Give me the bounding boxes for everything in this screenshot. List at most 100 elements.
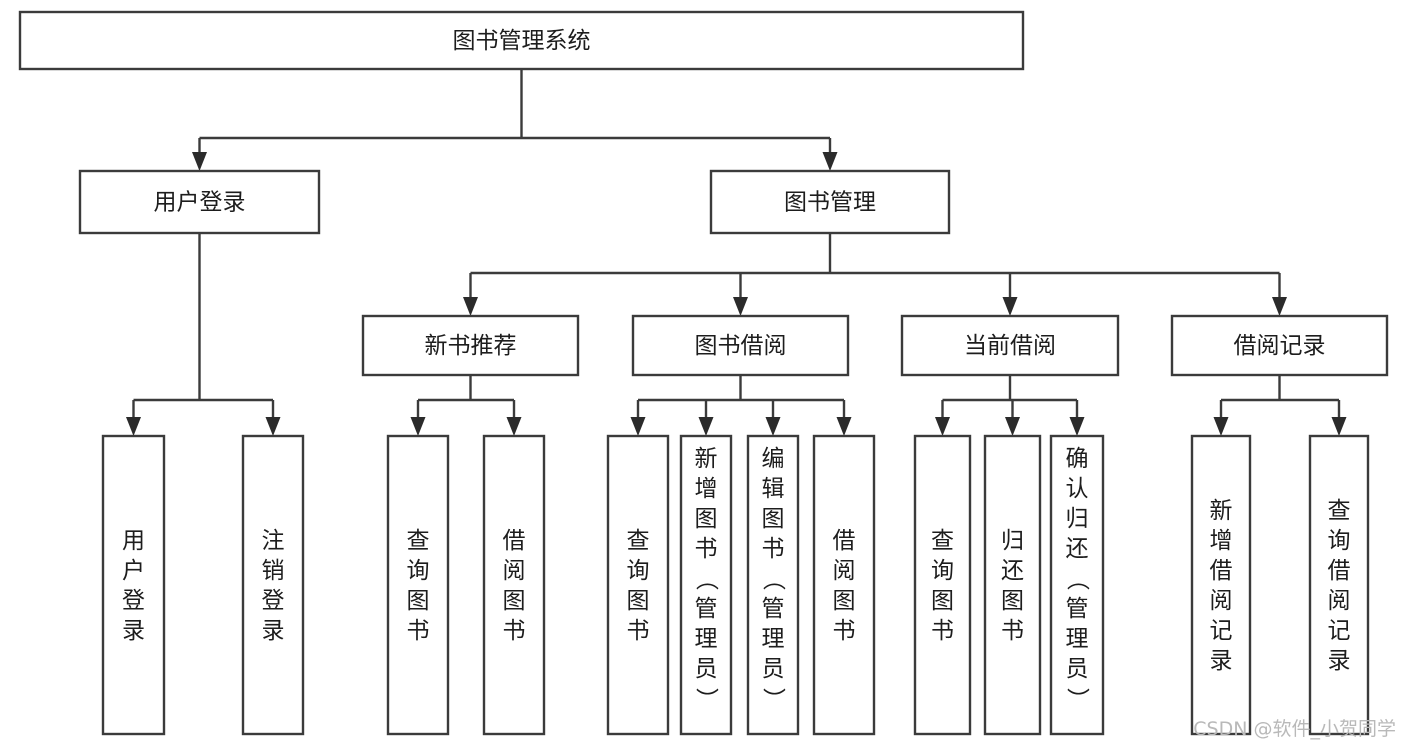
leaf-char: 管	[695, 596, 718, 622]
leaf-char: 查	[627, 528, 650, 554]
leaf-leaf-user-login[interactable]: 用户登录	[101, 434, 166, 736]
node-current-borrow[interactable]: 当前借阅	[900, 314, 1120, 377]
leaf-char: 员	[762, 656, 785, 682]
leaf-char: 图	[407, 588, 430, 614]
leaf-char: 增	[695, 476, 718, 502]
leaf-box-leaf-borrow-book	[812, 434, 876, 736]
leaf-char: 理	[762, 626, 785, 652]
node-book-manage[interactable]: 图书管理	[709, 169, 951, 235]
leaf-char: 借	[833, 528, 856, 554]
leaf-char: （	[1064, 568, 1090, 591]
leaf-char: 还	[1001, 558, 1024, 584]
arrow-head	[935, 417, 950, 436]
node-label-book-manage: 图书管理	[784, 190, 876, 216]
arrow-head	[410, 417, 426, 436]
node-label-root: 图书管理系统	[453, 28, 591, 54]
leaf-char: 书	[407, 618, 430, 644]
arrow-head	[698, 417, 714, 436]
node-box-user-login	[78, 169, 321, 235]
node-book-borrow[interactable]: 图书借阅	[631, 314, 850, 377]
leaf-char: 图	[1001, 588, 1024, 614]
leaf-char: 录	[1328, 648, 1351, 674]
leaf-char: 新	[1210, 498, 1233, 524]
leaf-char: 新	[695, 446, 718, 472]
leaf-char: 查	[1328, 498, 1351, 524]
leaf-char: 理	[1066, 626, 1089, 652]
leaf-char: 阅	[1328, 588, 1351, 614]
leaf-char: 认	[1066, 476, 1089, 502]
leaf-char: 录	[1210, 648, 1233, 674]
node-layer: 图书管理系统用户登录图书管理新书推荐图书借阅当前借阅借阅记录用户登录注销登录查询…	[18, 10, 1389, 736]
leaf-char: 归	[1001, 528, 1024, 554]
leaf-char: ）	[693, 688, 719, 711]
leaf-char: 辑	[762, 476, 785, 502]
leaf-char: 书	[1001, 618, 1024, 644]
leaf-char: 归	[1066, 506, 1089, 532]
leaf-box-leaf-user-login	[101, 434, 166, 736]
node-label-borrow-record: 借阅记录	[1234, 333, 1326, 359]
node-label-new-book-rec: 新书推荐	[425, 333, 517, 359]
leaf-box-leaf-add-book	[679, 434, 733, 736]
leaf-char: 查	[931, 528, 954, 554]
node-box-borrow-record	[1170, 314, 1389, 377]
leaf-char: 理	[695, 626, 718, 652]
leaf-char: 图	[503, 588, 526, 614]
node-box-root	[18, 10, 1025, 71]
arrow-head	[1331, 417, 1347, 436]
node-label-user-login: 用户登录	[154, 190, 246, 216]
node-new-book-rec[interactable]: 新书推荐	[361, 314, 580, 377]
leaf-char: 询	[407, 558, 430, 584]
leaf-char: 询	[627, 558, 650, 584]
leaf-box-leaf-add-record	[1190, 434, 1252, 736]
node-box-book-borrow	[631, 314, 850, 377]
leaf-char: 借	[503, 528, 526, 554]
arrow-head	[1272, 297, 1287, 316]
arrow-head	[1213, 417, 1229, 436]
leaf-char: 登	[262, 588, 285, 614]
node-user-login[interactable]: 用户登录	[78, 169, 321, 235]
leaf-char: 阅	[1210, 588, 1233, 614]
leaf-char: ）	[760, 688, 786, 711]
leaf-char: 借	[1210, 558, 1233, 584]
leaf-box-leaf-user-logout	[241, 434, 305, 736]
leaf-box-leaf-query-book-borrow	[606, 434, 670, 736]
node-borrow-record[interactable]: 借阅记录	[1170, 314, 1389, 377]
arrow-head	[1005, 417, 1020, 436]
leaf-char: 员	[1066, 656, 1089, 682]
leaf-box-leaf-return-book	[983, 434, 1042, 736]
leaf-char: 登	[122, 588, 145, 614]
leaf-char: 借	[1328, 558, 1351, 584]
leaf-char: 编	[762, 446, 785, 472]
node-root[interactable]: 图书管理系统	[18, 10, 1025, 71]
arrow-head	[733, 297, 748, 316]
arrow-head	[192, 152, 207, 171]
leaf-char: 阅	[833, 558, 856, 584]
leaf-box-leaf-query-book-rec	[386, 434, 450, 736]
leaf-char: 书	[762, 536, 785, 562]
arrow-head	[463, 297, 478, 316]
leaf-char: ）	[1064, 688, 1090, 711]
node-box-new-book-rec	[361, 314, 580, 377]
leaf-char: 阅	[503, 558, 526, 584]
leaf-char: 销	[262, 558, 285, 584]
